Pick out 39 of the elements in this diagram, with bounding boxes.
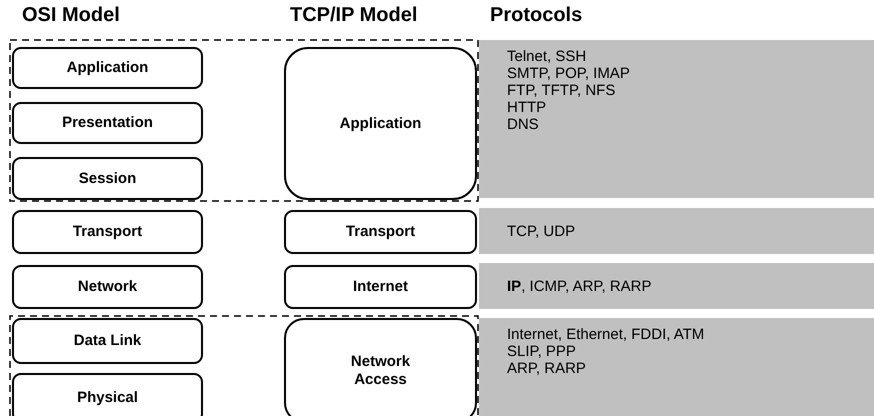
layer-box <box>12 157 203 200</box>
layer-name: Transport <box>72 223 142 241</box>
layer-box <box>284 318 477 416</box>
layer-box <box>12 265 203 309</box>
layer-name: Data Link <box>74 332 142 350</box>
layer-name: Network <box>78 278 138 296</box>
protocol-list: IP, ICMP, ARP, RARP <box>507 278 652 294</box>
layer-name: Session <box>78 170 136 188</box>
layer-name: Application <box>340 114 422 132</box>
protocol-list: FTP, TFTP, NFS <box>507 82 874 99</box>
layer-name: Physical <box>77 389 138 407</box>
protocol-list: SMTP, POP, IMAP <box>507 65 874 82</box>
layer-box <box>12 373 203 416</box>
layer-box <box>284 210 477 254</box>
protocol-list: ARP, RARP <box>507 360 874 377</box>
protocol-list: TCP, UDP <box>507 222 576 240</box>
protocol-list: HTTP <box>507 99 874 116</box>
layer-name: Presentation <box>62 114 153 132</box>
layer-name: Application <box>66 59 148 77</box>
protocol-list: Internet, Ethernet, FDDI, ATM <box>507 326 874 343</box>
protocol-list: DNS <box>507 116 874 133</box>
layer-box <box>284 47 477 200</box>
layer-name: Transport <box>346 223 416 241</box>
column-heading: Protocols <box>490 4 582 27</box>
protocol-list: SLIP, PPP <box>507 343 874 360</box>
column-heading: TCP/IP Model <box>290 4 418 27</box>
layer-box <box>12 210 203 254</box>
protocol-panel <box>479 263 874 309</box>
layer-box <box>284 265 477 309</box>
protocol-panel <box>479 208 874 254</box>
layer-name: Internet <box>352 278 408 296</box>
layer-box <box>12 318 203 364</box>
layer-box <box>12 47 203 89</box>
column-heading: OSI Model <box>22 4 120 27</box>
protocol-panel <box>479 318 874 416</box>
protocol-panel <box>479 40 874 198</box>
layer-box <box>12 102 203 144</box>
layer-name: Network Access <box>350 352 412 388</box>
protocol-list: Telnet, SSH <box>507 48 874 65</box>
